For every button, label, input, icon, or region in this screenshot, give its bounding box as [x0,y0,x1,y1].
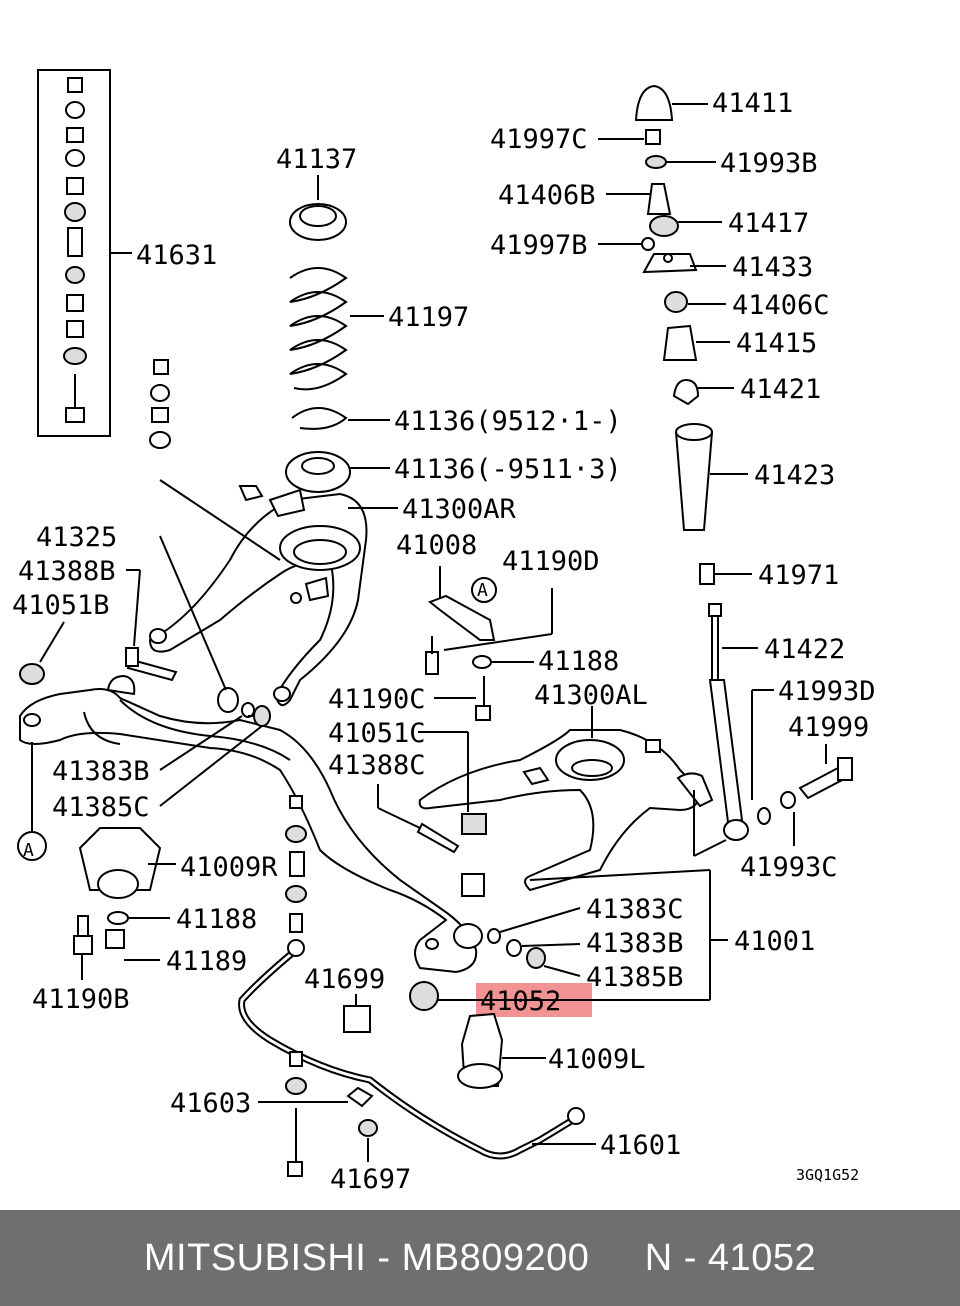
label-41385c: 41385C [52,792,150,823]
label-41190b: 41190B [32,984,130,1015]
misc-bolts-bushings [19,359,728,1177]
label-41189: 41189 [166,946,247,977]
label-41300ar: 41300AR [402,494,517,525]
label-41999: 41999 [788,712,869,743]
trailing-arm-41300AL [418,706,727,892]
label-41433: 41433 [732,252,813,283]
label-41997b: 41997B [490,230,588,261]
label-41051c: 41051C [328,718,426,749]
label-41300al: 41300AL [534,680,648,711]
label-41971: 41971 [758,560,839,591]
stabilizer-bar-41601 [238,939,596,1160]
label-41388b: 41388B [18,556,116,587]
label-41001: 41001 [734,926,815,957]
view-marker-a-left: A [23,840,34,861]
label-41325: 41325 [36,522,117,553]
label-41603: 41603 [170,1088,251,1119]
label-41406b: 41406B [498,180,596,211]
coil-spring-group [285,175,390,493]
label-41385b: 41385B [586,962,684,993]
label-41008: 41008 [396,530,477,561]
label-41423: 41423 [754,460,835,491]
label-41997c: 41997C [490,124,588,155]
label-41422: 41422 [764,634,845,665]
label-41415: 41415 [736,328,817,359]
footer-part-info: MITSUBISHI - MB809200 N - 41052 [143,1236,817,1279]
label-41136-b: 41136(-9511·3) [394,454,622,485]
label-41190c: 41190C [328,684,426,715]
label-41697: 41697 [330,1164,411,1195]
label-41383c: 41383C [586,894,684,925]
label-41411: 41411 [712,88,793,119]
label-41993b: 41993B [720,148,818,179]
label-41388c: 41388C [328,750,426,781]
label-41383b-right: 41383B [586,928,684,959]
label-41421: 41421 [740,374,821,405]
label-41190d: 41190D [502,546,600,577]
part-labels: 41411 41997C 41993B 41406B 41417 41997B … [12,88,876,1195]
label-41137: 41137 [276,144,357,175]
crossmember-41001 [17,674,483,974]
drawing-code: 3GQ1G52 [796,1166,859,1184]
label-41699: 41699 [304,964,385,995]
label-41601: 41601 [600,1130,681,1161]
trailing-arm-41300AR [148,479,398,707]
kit-41631 [37,69,132,437]
label-41051b: 41051B [12,590,110,621]
footer-bar: MITSUBISHI - MB809200 N - 41052 [0,1210,960,1306]
label-41993d: 41993D [778,676,876,707]
label-41009l: 41009L [548,1044,646,1075]
label-41406c: 41406C [732,290,830,321]
label-41417: 41417 [728,208,809,239]
label-41197: 41197 [388,302,469,333]
parts-diagram: 41411 41997C 41993B 41406B 41417 41997B … [12,69,876,1195]
label-41993c: 41993C [740,852,838,883]
label-41009r: 41009R [180,852,278,883]
view-marker-a-right: A [477,580,488,601]
shock-absorber-stack [598,84,853,846]
label-41383b-left: 41383B [52,756,150,787]
label-41136-a: 41136(9512·1-) [394,406,622,437]
label-41052: 41052 [480,986,561,1017]
label-41631: 41631 [136,240,217,271]
label-41188-a: 41188 [538,646,619,677]
label-41188-b: 41188 [176,904,257,935]
